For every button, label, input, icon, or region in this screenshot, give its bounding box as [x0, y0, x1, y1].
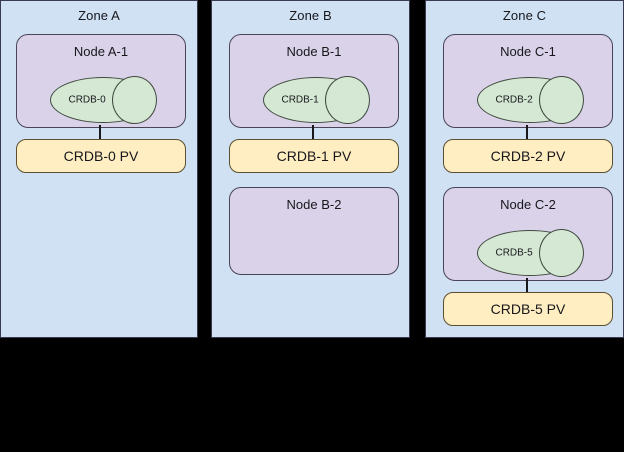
zone-title-zone-b: Zone B [289, 8, 332, 23]
database-label-crdb-5: CRDB-5 [495, 247, 533, 259]
node-title-node-a-1: Node A-1 [73, 44, 129, 59]
database-label-crdb-0: CRDB-0 [68, 94, 106, 106]
pv-box-crdb-0-pv[interactable]: CRDB-0 PV [16, 139, 186, 173]
zone-container-zone-a: Zone A Node A-1 CRDB-0 CRDB-0 PV [0, 0, 198, 338]
pv-box-crdb-2-pv[interactable]: CRDB-2 PV [443, 139, 613, 173]
node-box-node-b-1[interactable]: Node B-1 CRDB-1 [229, 34, 399, 128]
node-box-node-c-1[interactable]: Node C-1 CRDB-2 [443, 34, 613, 128]
pv-box-crdb-1-pv[interactable]: CRDB-1 PV [229, 139, 399, 173]
pv-label-crdb-1-pv: CRDB-1 PV [276, 148, 352, 164]
pv-label-crdb-2-pv: CRDB-2 PV [490, 148, 566, 164]
cylinder-cap-icon [112, 76, 157, 124]
connector-node-c-2-to-crdb-5-pv [526, 278, 528, 293]
zone-title-zone-a: Zone A [78, 8, 120, 23]
database-label-crdb-1: CRDB-1 [281, 94, 319, 106]
pv-box-crdb-5-pv[interactable]: CRDB-5 PV [443, 292, 613, 326]
node-box-node-c-2[interactable]: Node C-2 CRDB-5 [443, 187, 613, 281]
node-box-node-b-2[interactable]: Node B-2 [229, 187, 399, 275]
zone-container-zone-b: Zone B Node B-1 CRDB-1 CRDB-1 PV Node B-… [211, 0, 410, 338]
cylinder-cap-icon [325, 76, 370, 124]
node-title-node-b-1: Node B-1 [286, 44, 342, 59]
zone-container-zone-c: Zone C Node C-1 CRDB-2 CRDB-2 PV Node C-… [425, 0, 624, 338]
pv-label-crdb-5-pv: CRDB-5 PV [490, 301, 566, 317]
database-label-crdb-2: CRDB-2 [495, 94, 533, 106]
zone-title-zone-c: Zone C [502, 8, 547, 23]
database-cylinder-crdb-0[interactable]: CRDB-0 [50, 76, 157, 124]
node-box-node-a-1[interactable]: Node A-1 CRDB-0 [16, 34, 186, 128]
database-cylinder-crdb-2[interactable]: CRDB-2 [477, 76, 584, 124]
database-cylinder-crdb-1[interactable]: CRDB-1 [263, 76, 370, 124]
pv-label-crdb-0-pv: CRDB-0 PV [63, 148, 139, 164]
cylinder-cap-icon [539, 76, 584, 124]
node-title-node-c-2: Node C-2 [500, 197, 556, 212]
node-title-node-b-2: Node B-2 [286, 197, 342, 212]
node-title-node-c-1: Node C-1 [500, 44, 556, 59]
connector-node-c-1-to-crdb-2-pv [526, 125, 528, 140]
connector-node-b-1-to-crdb-1-pv [312, 125, 314, 140]
connector-node-a-1-to-crdb-0-pv [99, 125, 101, 140]
database-cylinder-crdb-5[interactable]: CRDB-5 [477, 229, 584, 277]
cylinder-cap-icon [539, 229, 584, 277]
